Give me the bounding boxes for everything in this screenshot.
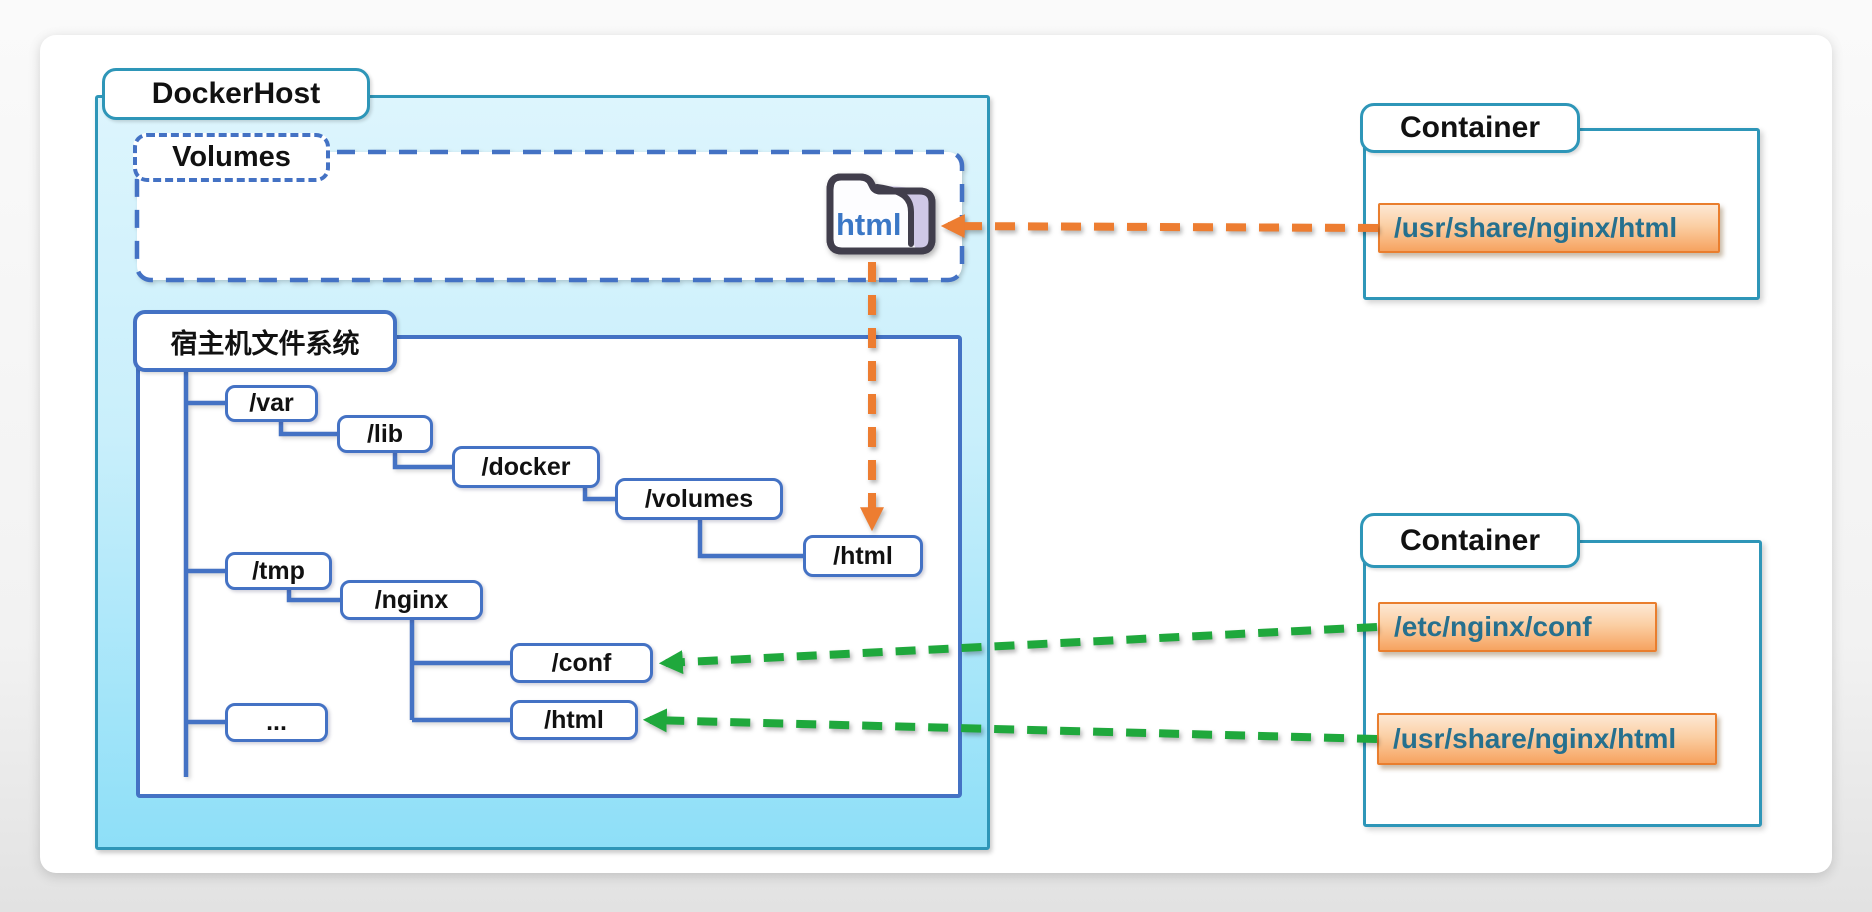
volume-folder-icon: html xyxy=(826,173,936,255)
tree-node-html_nginx: /html xyxy=(510,700,638,740)
tree-node-docker: /docker xyxy=(452,446,600,488)
tree-node-conf: /conf xyxy=(510,643,653,683)
host-filesystem-title: 宿主机文件系统 xyxy=(133,310,397,372)
tree-node-lib: /lib xyxy=(337,415,433,453)
tree-node-html_volume: /html xyxy=(803,535,923,577)
tree-node-nginx: /nginx xyxy=(340,580,483,620)
volumes-title: Volumes xyxy=(133,133,330,182)
tree-node-var: /var xyxy=(225,385,318,422)
tree-node-tmp: /tmp xyxy=(225,552,332,590)
diagram-canvas: DockerHost 宿主机文件系统 Volumes /var/lib/dock… xyxy=(40,35,1832,873)
dockerhost-title: DockerHost xyxy=(102,68,370,120)
volume-folder-label: html xyxy=(836,207,901,242)
tree-node-volumes: /volumes xyxy=(615,478,783,520)
arrow-mount-to-volume-folder xyxy=(940,214,1379,239)
tree-node-more: ... xyxy=(225,703,328,742)
mount-usr-share-nginx-html-2: /usr/share/nginx/html xyxy=(1377,713,1717,765)
mount-usr-share-nginx-html: /usr/share/nginx/html xyxy=(1378,203,1720,253)
mount-etc-nginx-conf: /etc/nginx/conf xyxy=(1378,602,1657,652)
container-0-title: Container xyxy=(1360,103,1580,153)
container-1-title: Container xyxy=(1360,513,1580,568)
container-1-box xyxy=(1363,540,1762,827)
